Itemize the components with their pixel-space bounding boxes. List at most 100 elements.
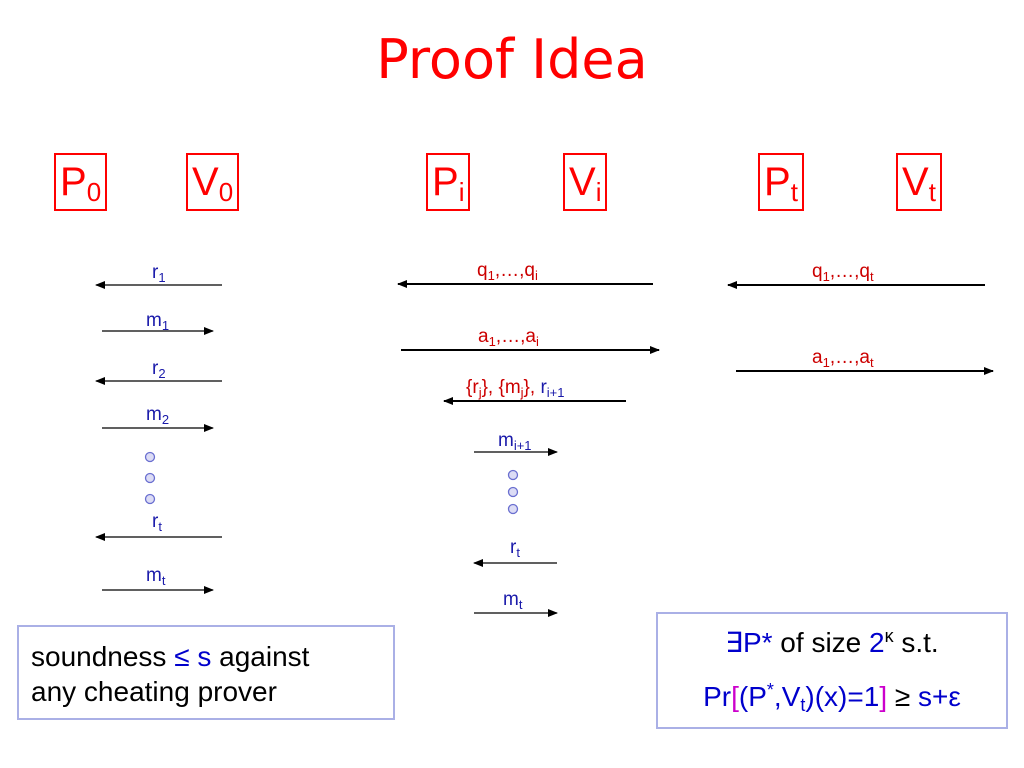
txt-rhs: s+ε (918, 681, 961, 712)
dot (144, 451, 156, 463)
txt-pr: Pr (703, 681, 732, 712)
txt: r (510, 537, 517, 558)
party-pt: Pt (758, 153, 804, 211)
label-r1: r1 (152, 262, 166, 285)
dot (507, 469, 519, 481)
label-mt-mid: mt (503, 589, 523, 612)
party-pt-sub: t (790, 177, 798, 207)
label-mt-sub: t (161, 573, 166, 588)
txt: q (477, 260, 488, 281)
kappa-sup: κ (884, 626, 894, 646)
txt-sub: 1 (488, 334, 496, 349)
star-sup: * (766, 680, 774, 700)
label-rm-mid: {rj}, {mj}, ri+1 (466, 377, 565, 400)
label-m2-sub: 2 (161, 412, 170, 427)
txt-sub: i (535, 334, 539, 349)
label-rt-mid: rt (510, 537, 520, 560)
label-m1-base: m (146, 310, 162, 331)
txt-two: 2 (869, 627, 885, 658)
txt: against (211, 641, 310, 672)
party-vi: Vi (563, 153, 608, 211)
claim-line1: ∃P* of size 2κ s.t. (658, 626, 1006, 660)
exists-term: ∃P* (725, 627, 773, 658)
label-m2-base: m (146, 404, 162, 425)
label-a-right: a1,…,at (812, 347, 874, 370)
party-vt-sub: t (928, 177, 936, 207)
label-mt-base: m (146, 565, 162, 586)
claim-box: ∃P* of size 2κ s.t. Pr[(P*,Vt)(x)=1] ≥ s… (656, 612, 1008, 729)
label-q-mid: q1,…,qi (477, 260, 538, 283)
txt-sub: i (534, 268, 538, 283)
txt-sub: t (800, 695, 806, 715)
txt: s.t. (893, 627, 939, 658)
label-a-mid: a1,…,ai (478, 326, 539, 349)
party-vt: Vt (896, 153, 942, 211)
dot (144, 493, 156, 505)
label-mt: mt (146, 565, 166, 588)
label-rt-sub: t (158, 519, 162, 534)
label-q-right: q1,…,qt (812, 261, 874, 284)
party-pi-sub: i (458, 177, 465, 207)
label-m1-sub: 1 (161, 318, 170, 333)
label-rt: rt (152, 511, 162, 534)
txt-sub: j (520, 385, 524, 400)
label-r2-sub: 2 (158, 366, 166, 381)
party-pi: Pi (426, 153, 471, 211)
txt: m (498, 430, 514, 451)
party-vi-name: V (569, 160, 596, 204)
claim-line2: Pr[(P*,Vt)(x)=1] ≥ s+ε (658, 680, 1006, 714)
txt: q (859, 261, 870, 282)
party-p0: P0 (54, 153, 108, 211)
txt: r (540, 377, 547, 398)
label-mnext: mi+1 (498, 430, 532, 453)
soundness-line1: soundness ≤ s against (31, 639, 383, 674)
label-rt-base: r (152, 511, 159, 532)
txt: ,…, (829, 261, 860, 282)
party-pt-name: P (764, 160, 791, 204)
txt-s: s (189, 641, 212, 672)
party-p0-sub: 0 (86, 177, 102, 207)
label-r1-sub: 1 (158, 270, 166, 285)
txt: }, {m (481, 377, 521, 398)
soundness-line2: any cheating prover (31, 676, 277, 707)
party-v0: V0 (186, 153, 240, 211)
txt: {r (466, 377, 479, 398)
txt: m (503, 589, 519, 610)
txt: ,…, (494, 260, 525, 281)
bracket-right: ] (879, 681, 888, 712)
party-p0-name: P (60, 160, 87, 204)
dot (507, 486, 519, 498)
txt: ,V (773, 681, 801, 712)
label-r2: r2 (152, 359, 166, 381)
txt: a (478, 326, 489, 347)
txt: q (524, 260, 535, 281)
txt-sub: 1 (822, 355, 830, 370)
txt-sub: 1 (822, 269, 830, 284)
txt-sub: 1 (487, 268, 495, 283)
dot (144, 472, 156, 484)
txt: of size (772, 627, 870, 658)
label-m1: m1 (146, 310, 170, 333)
bracket-left: [ (731, 681, 739, 712)
txt: q (812, 261, 823, 282)
party-vi-sub: i (595, 177, 602, 207)
leq-symbol: ≤ (174, 641, 190, 672)
txt-sub: j (478, 385, 482, 400)
txt: ,…, (829, 347, 860, 368)
txt-sub: i+1 (513, 438, 532, 453)
label-m2: m2 (146, 404, 170, 427)
txt-blue: ri+1 (540, 377, 564, 400)
txt-sub: t (516, 545, 520, 560)
page-title: Proof Idea (376, 28, 648, 91)
txt: soundness (31, 641, 175, 672)
txt: a (812, 347, 823, 368)
soundness-box: soundness ≤ s against any cheating prove… (17, 625, 395, 720)
party-vt-name: V (902, 160, 929, 204)
party-v0-name: V (192, 160, 219, 204)
txt: ,…, (495, 326, 526, 347)
txt-sub: t (518, 597, 523, 612)
txt: (P (738, 681, 767, 712)
txt: a (525, 326, 536, 347)
label-r1-base: r (152, 262, 159, 283)
txt-sub: t (869, 269, 874, 284)
